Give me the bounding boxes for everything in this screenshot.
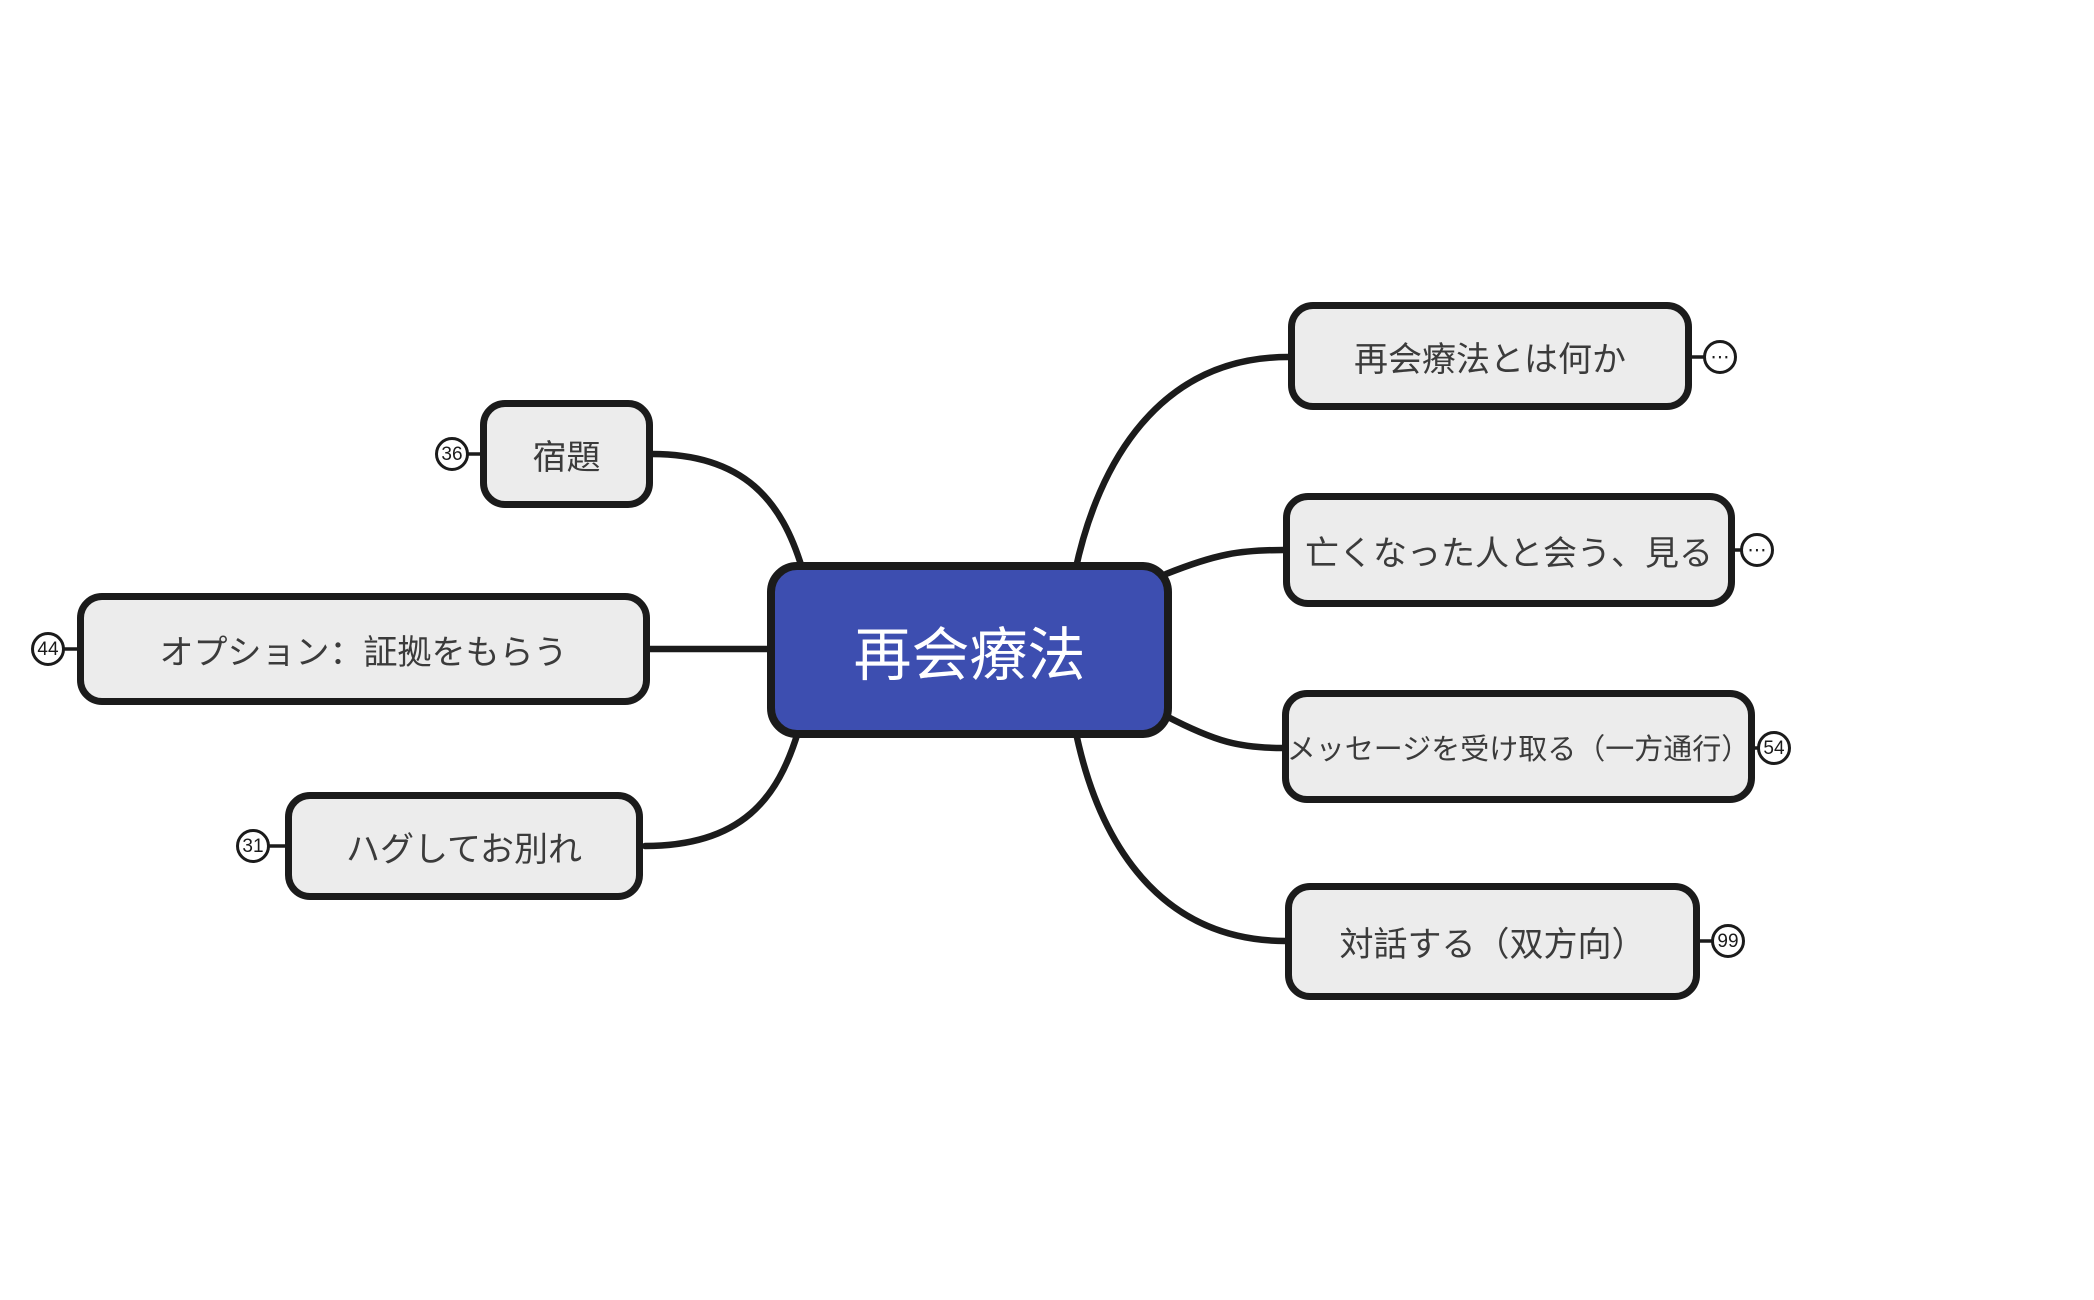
- badge-value: ⋯: [1747, 539, 1767, 561]
- collapsed-children-badge-option[interactable]: 44: [31, 632, 65, 666]
- collapsed-children-badge-what-is[interactable]: ⋯: [1703, 340, 1737, 374]
- node-what-is-reunion-therapy[interactable]: 再会療法とは何か: [1288, 302, 1692, 410]
- collapsed-children-badge-meet-see[interactable]: ⋯: [1740, 533, 1774, 567]
- node-dialogue-two-way[interactable]: 対話する（双方向）: [1285, 883, 1700, 1000]
- topic-label-dialogue: 対話する（双方向）: [1339, 926, 1646, 964]
- node-meet-see-deceased[interactable]: 亡くなった人と会う、見る: [1283, 493, 1735, 607]
- badge-value: ⋯: [1710, 346, 1730, 368]
- badge-value: 44: [37, 638, 59, 660]
- branch-connector-what-is: [1071, 353, 1292, 576]
- branch-connector-receive-message: [1162, 712, 1287, 752]
- collapsed-children-badge-dialogue[interactable]: 99: [1711, 924, 1745, 958]
- branch-connector-meet-see: [1162, 546, 1288, 578]
- node-homework[interactable]: 宿題: [480, 400, 653, 508]
- badge-value: 54: [1763, 737, 1785, 759]
- collapsed-children-badge-hug[interactable]: 31: [236, 829, 270, 863]
- topic-label-option: オプション：証拠をもらう: [159, 633, 568, 672]
- badge-value: 99: [1717, 930, 1739, 952]
- node-receive-message-one-way[interactable]: メッセージを受け取る（一方通行）: [1282, 690, 1755, 803]
- topic-label-meet-see: 亡くなった人と会う、見る: [1305, 534, 1713, 573]
- badge-value: 31: [242, 835, 264, 857]
- topic-label-homework: 宿題: [532, 438, 601, 477]
- central-topic-label: 再会療法: [853, 623, 1086, 688]
- node-hug-farewell[interactable]: ハグしてお別れ: [285, 792, 643, 900]
- branch-connector-homework: [648, 450, 806, 572]
- topic-label-what-is: 再会療法とは何か: [1354, 340, 1626, 379]
- branch-connector-hug: [641, 728, 802, 850]
- node-option-get-evidence[interactable]: オプション：証拠をもらう: [77, 593, 650, 705]
- badge-value: 36: [441, 443, 463, 465]
- topic-label-receive-message: メッセージを受け取る（一方通行）: [1286, 733, 1751, 766]
- central-topic-node[interactable]: 再会療法: [767, 562, 1172, 738]
- topic-label-hug: ハグしてお別れ: [346, 830, 582, 869]
- collapsed-children-badge-receive-message[interactable]: 54: [1757, 731, 1791, 765]
- branch-connector-dialogue: [1071, 724, 1290, 945]
- collapsed-children-badge-homework[interactable]: 36: [435, 437, 469, 471]
